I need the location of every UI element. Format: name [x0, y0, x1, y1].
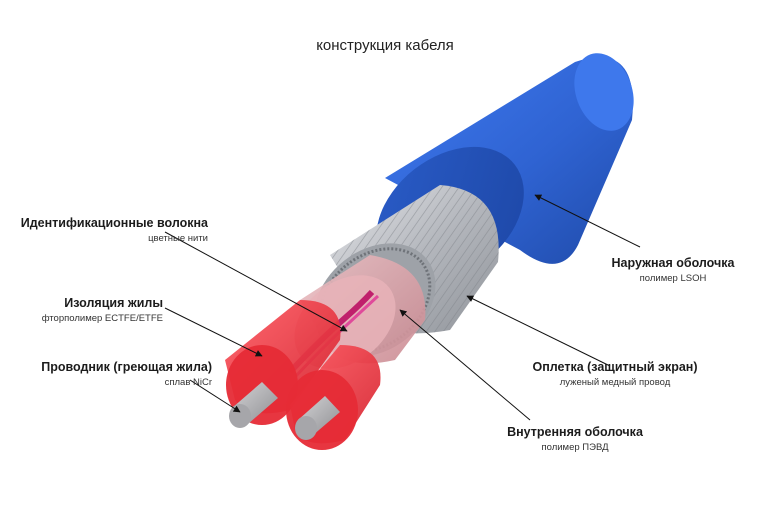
- label-fibers-name: Идентификационные волокна: [20, 216, 208, 230]
- label-insulation-name: Изоляция жилы: [64, 296, 163, 310]
- conductors: [229, 382, 340, 440]
- leader-lines: [164, 194, 641, 421]
- label-inner-name: Внутренняя оболочка: [507, 425, 643, 439]
- leader-outer: [534, 194, 641, 248]
- label-outer-name: Наружная оболочка: [611, 256, 735, 270]
- leader-insulation: [164, 307, 263, 357]
- label-conductor: Проводник (греющая жила) сплав NiCr: [41, 360, 212, 389]
- label-insulation: Изоляция жилы фторполимер ECTFE/ETFE: [42, 296, 163, 325]
- label-braid: Оплетка (защитный экран) луженый медный …: [520, 360, 710, 389]
- label-outer: Наружная оболочка полимер LSOH: [598, 256, 748, 285]
- leader-conductor: [189, 379, 241, 413]
- label-conductor-material: сплав NiCr: [164, 376, 212, 388]
- leader-inner: [399, 309, 531, 421]
- leader-braid: [466, 295, 611, 367]
- label-braid-name: Оплетка (защитный экран): [532, 360, 698, 374]
- label-inner: Внутренняя оболочка полимер ПЭВД: [490, 425, 660, 454]
- label-fibers-material: цветные нити: [148, 232, 208, 244]
- label-fibers: Идентификационные волокна цветные нити: [21, 216, 208, 245]
- diagram-title: конструкция кабеля: [316, 37, 454, 54]
- label-inner-material: полимер ПЭВД: [541, 441, 609, 453]
- label-outer-material: полимер LSOH: [639, 272, 707, 284]
- label-braid-material: луженый медный провод: [559, 376, 671, 388]
- label-conductor-name: Проводник (греющая жила): [41, 360, 212, 374]
- label-insulation-material: фторполимер ECTFE/ETFE: [41, 312, 163, 324]
- leader-fibers: [164, 231, 348, 332]
